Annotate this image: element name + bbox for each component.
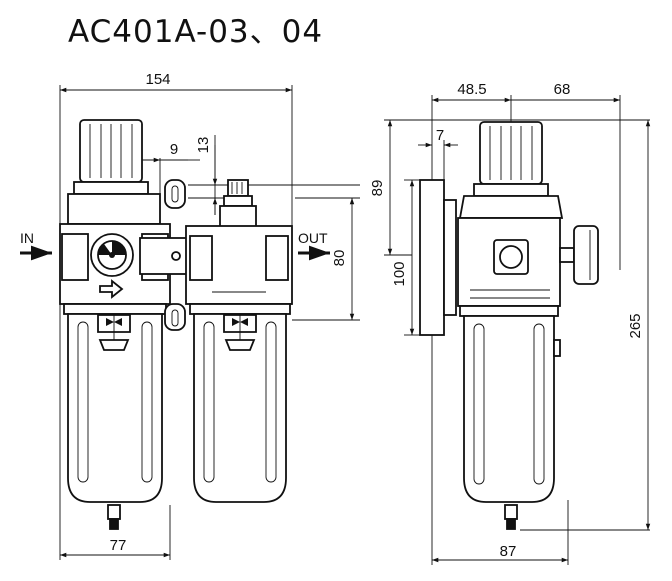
dim-gauge-offset: 13 <box>195 137 212 154</box>
filter-bowl <box>67 313 163 503</box>
side-view: 48.5 68 7 89 100 265 87 <box>369 81 651 565</box>
front-view: IN OUT 154 9 13 80 77 <box>20 71 360 560</box>
dim-side-bottom-width: 87 <box>500 543 517 560</box>
regulator-bonnet <box>67 193 161 225</box>
dim-gap: 9 <box>170 141 178 158</box>
outlet-label: OUT <box>298 230 328 246</box>
dim-side-top-right: 68 <box>554 81 571 98</box>
dim-bottom-width: 77 <box>110 537 127 554</box>
dim-side-top-left: 48.5 <box>457 81 486 98</box>
dim-side-upper-height: 89 <box>369 180 386 197</box>
drain-valve <box>107 504 121 520</box>
side-bowl <box>463 315 555 503</box>
dim-overall-width: 154 <box>145 71 170 88</box>
dim-port-height: 80 <box>331 250 348 267</box>
mounting-bracket <box>419 179 445 336</box>
inlet-label: IN <box>20 230 34 246</box>
dim-side-mid-height: 100 <box>391 261 408 286</box>
dim-overall-height: 265 <box>627 313 644 338</box>
drawing-title: AC401A-03、04 <box>68 14 324 50</box>
side-gauge-icon <box>573 225 599 285</box>
dim-side-offset: 7 <box>436 127 444 144</box>
lubricator-bowl <box>193 313 287 503</box>
port-icon <box>499 245 523 269</box>
oil-fill-plug <box>227 179 249 197</box>
knob-collar <box>73 181 149 195</box>
